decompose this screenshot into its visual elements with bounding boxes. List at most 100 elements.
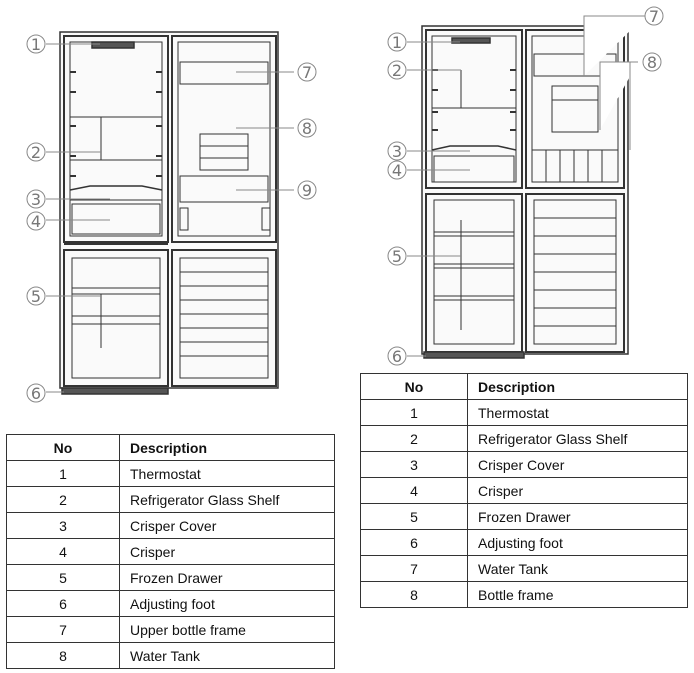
row-number: 5	[360, 503, 468, 530]
row-number: 3	[6, 512, 120, 539]
right-freezer-door	[525, 193, 625, 353]
row-description: Crisper Cover	[467, 451, 688, 478]
right-callout-2: 2	[392, 61, 402, 80]
left-callout-3: 3	[31, 190, 41, 209]
left-fridge-door	[171, 35, 277, 243]
left-callout-7-marker	[297, 62, 317, 82]
column-header-no: No	[360, 373, 468, 400]
row-description: Adjusting foot	[467, 529, 688, 556]
right-fridge	[421, 25, 629, 359]
row-number: 2	[6, 486, 120, 513]
right-callout-7-marker	[644, 6, 664, 26]
right-crisper	[433, 155, 515, 183]
right-callout-6-marker	[387, 346, 407, 366]
right-callout-5: 5	[392, 247, 402, 266]
left-callout-2-marker	[26, 142, 46, 162]
row-description: Adjusting foot	[119, 590, 335, 617]
row-number: 1	[6, 460, 120, 487]
left-freezer-door	[171, 249, 277, 387]
row-number: 6	[6, 590, 120, 617]
right-callout-7: 7	[649, 7, 659, 26]
left-callout-8-marker	[297, 118, 317, 138]
left-callout-6: 6	[31, 384, 41, 403]
row-description: Water Tank	[467, 555, 688, 582]
left-callout-9-marker	[297, 180, 317, 200]
row-number: 8	[360, 581, 468, 608]
left-crisper	[71, 203, 161, 235]
row-description: Upper bottle frame	[119, 616, 335, 643]
row-description: Water Tank	[119, 642, 335, 669]
row-description: Crisper	[467, 477, 688, 504]
right-fridge-compartment	[425, 29, 523, 189]
left-fridge-compartment	[63, 35, 169, 243]
left-upper-bottle-frame	[179, 61, 269, 85]
column-header-description: Description	[119, 434, 335, 461]
table-header-row: No Description	[360, 373, 688, 400]
row-description: Crisper Cover	[119, 512, 335, 539]
left-thermostat	[91, 41, 135, 49]
right-callout-4-marker	[387, 160, 407, 180]
left-callout-6-marker	[26, 383, 46, 403]
row-description: Crisper	[119, 538, 335, 565]
left-fridge	[59, 31, 279, 395]
left-water-tank	[199, 133, 249, 171]
right-callout-2-marker	[387, 60, 407, 80]
right-callout-8: 8	[647, 53, 657, 72]
left-callout-5-marker	[26, 286, 46, 306]
right-callouts	[387, 6, 664, 366]
right-thermostat	[451, 37, 491, 44]
row-description: Thermostat	[467, 399, 688, 426]
right-fridge-door	[525, 29, 625, 189]
row-description: Thermostat	[119, 460, 335, 487]
left-callout-3-marker	[26, 189, 46, 209]
row-number: 1	[360, 399, 468, 426]
right-bottle-frame	[531, 149, 619, 183]
column-header-no: No	[6, 434, 120, 461]
row-description: Frozen Drawer	[467, 503, 688, 530]
row-description: Frozen Drawer	[119, 564, 335, 591]
right-callout-5-marker	[387, 246, 407, 266]
left-callout-5: 5	[31, 287, 41, 306]
left-callout-7: 7	[302, 63, 312, 82]
table-header-row: No Description	[6, 434, 335, 461]
row-number: 3	[360, 451, 468, 478]
row-number: 4	[360, 477, 468, 504]
row-number: 6	[360, 529, 468, 556]
row-number: 7	[6, 616, 120, 643]
left-adjusting-foot	[61, 387, 169, 395]
right-callout-1: 1	[392, 33, 402, 52]
right-callout-3: 3	[392, 142, 402, 161]
left-callouts	[26, 34, 317, 403]
row-number: 2	[360, 425, 468, 452]
right-callout-3-marker	[387, 141, 407, 161]
right-callout-1-marker	[387, 32, 407, 52]
left-callout-2: 2	[31, 143, 41, 162]
left-callout-1-marker	[26, 34, 46, 54]
row-number: 7	[360, 555, 468, 582]
row-number: 5	[6, 564, 120, 591]
left-callout-1: 1	[31, 35, 41, 54]
right-callout-8-marker	[642, 52, 662, 72]
left-callout-9: 9	[302, 181, 312, 200]
row-number: 4	[6, 538, 120, 565]
row-description: Refrigerator Glass Shelf	[119, 486, 335, 513]
right-water-tank	[551, 85, 599, 133]
right-callout-4: 4	[392, 161, 402, 180]
